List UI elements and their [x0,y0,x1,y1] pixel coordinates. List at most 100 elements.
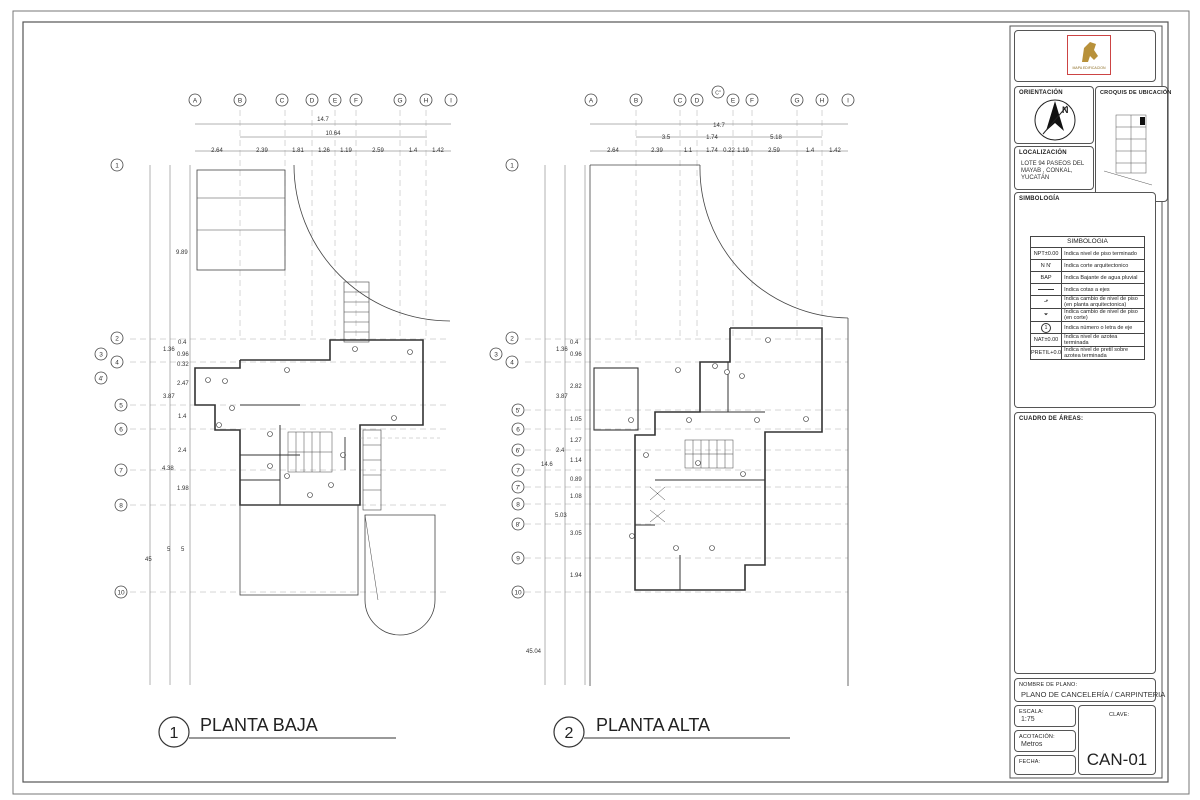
acotacion-value: Metros [1021,741,1043,748]
p1-axis-left-bubble [94,371,108,385]
p1-axis-left-label: 10 [117,589,125,596]
p1-left-dim-5: 0.32 [177,362,189,368]
p2-left-dim-1: 0.4 [570,340,579,346]
p2-bay-dim-9: 1.42 [829,148,841,154]
p2-axis-top-label: G [794,97,799,104]
p2-left-dim-16: 45.04 [526,649,542,655]
p2-left-dim-15: 1.94 [570,573,582,579]
p2-overall-dim: 14.7 [713,123,725,129]
plan2-title: 2 PLANTA ALTA [553,715,790,748]
p2-axis-left-label: 9 [516,555,520,562]
p2-axis-top-label: D [695,97,700,104]
p2-axis-left-bubble [511,551,525,565]
p2-left-dim-6: 1.05 [570,417,582,423]
p2-axis-left-bubble [511,480,525,494]
p2-axis-left-bubble [511,463,525,477]
p2-axis-top-bubble [711,85,725,99]
p1-sub-dim: 10.64 [325,131,341,137]
p2-axis-left-label: 4 [510,359,514,366]
p2-bay-dim-8: 1.4 [806,148,815,154]
p1-left-dim-1: 9.89 [176,250,188,256]
p1-axis-top-bubble [393,93,407,107]
simbologia-label: SIMBOLOGÍA [1019,196,1060,202]
localizacion-panel: LOCALIZACIÓN LOTE 94 PASEOS DEL MAYAB , … [1014,146,1094,190]
p1-axis-top-bubble [275,93,289,107]
croquis-label: CROQUIS DE UBICACIÓN [1100,90,1172,96]
p1-left-dim-2: 0.4 [178,340,187,346]
outer-border [12,10,1190,795]
plan2-title-text: PLANTA ALTA [596,715,710,735]
p1-left-dim-12: 45 [145,557,152,563]
p2-axis-top-bubble [790,93,804,107]
p1-axis-top-label: H [424,97,429,104]
p2-left-dim-4: 2.82 [570,384,582,390]
p2-axis-top-bubble [745,93,759,107]
acotacion-label: ACOTACIÓN: [1019,734,1055,740]
p2-axis-top-bubble [690,93,704,107]
nombre-plano-label: NOMBRE DE PLANO: [1019,682,1078,688]
p2-sub-dim-2: 1.74 [706,135,718,141]
p2-axis-top-label: H [820,97,825,104]
plan1-title: 1 PLANTA BAJA [158,715,396,748]
p1-axis-top-bubble [349,93,363,107]
p2-axis-left-bubble [489,347,503,361]
p2-left-dim-2: 1.36 [556,347,568,353]
p2-axis-left-label: 7 [516,467,520,474]
p2-left-dim-7: 1.27 [570,438,582,444]
p1-axis-top-bubble [419,93,433,107]
p2-axis-left-bubble [511,585,525,599]
inner-border [22,21,1169,783]
p2-axis-top-bubble [673,93,687,107]
p1-axis-left-label: 2 [115,335,119,342]
escala-panel: ESCALA: 1:75 [1014,705,1076,727]
p1-left-dim-3: 1.36 [163,347,175,353]
p2-axis-top-label: F [750,97,754,104]
p2-axis-top-bubble [629,93,643,107]
p2-axis-left-bubble [511,517,525,531]
p2-axis-left-label: 3 [494,351,498,358]
p2-axis-top-bubble [841,93,855,107]
p1-axis-top-bubble [305,93,319,107]
p2-bay-dim-2: 2.39 [651,148,663,154]
titleblock-frame [1009,25,1163,779]
p1-bay-dim-7: 1.4 [409,148,418,154]
p2-axis-left-label: 10 [514,589,522,596]
p1-bay-dim-5: 1.19 [340,148,352,154]
p1-bay-dim-3: 1.81 [292,148,304,154]
p2-axis-left-label: 6 [516,426,520,433]
p2-axis-top-bubble [726,93,740,107]
simbologia-row: Indica cotas a ejes [1029,283,1145,296]
p2-axis-top-label: I [847,97,849,104]
p1-axis-top-bubble [328,93,342,107]
p2-sub-dim-1: 3.5 [662,135,671,141]
clave-label: CLAVE: [1109,712,1130,718]
p1-bay-dim-2: 2.39 [256,148,268,154]
axis-bubble-icon: 1 [1041,322,1052,333]
plan2-number: 2 [565,725,574,742]
p1-axis-top-label: E [333,97,338,104]
p2-axis-top-label: B [634,97,638,104]
plan1-title-text: PLANTA BAJA [200,715,318,735]
nombre-plano-value: PLANO DE CANCELERÍA / CARPINTERIA [1021,690,1166,699]
clave-value: CAN-01 [1086,750,1148,769]
p1-axis-left-bubble [94,347,108,361]
p1-left-dim-13: 5 [167,547,171,553]
p1-axis-left-bubble [110,355,124,369]
p2-axis-top-label: C'' [715,90,721,96]
p1-left-dim-7: 3.87 [163,394,175,400]
p2-bay-dim-4: 1.74 [706,148,718,154]
p2-axis-top-label: C [678,97,683,104]
p1-axis-top-bubble [233,93,247,107]
simbologia-row: ⏷Indica cambio de nivel de piso (en cort… [1029,308,1145,322]
north-arrow-icon [1034,99,1076,141]
p1-bay-dim-4: 1.26 [318,148,330,154]
p1-axis-top-bubble [444,93,458,107]
p1-left-dim-11: 1.98 [177,486,189,492]
dimension-line-icon [1038,288,1055,290]
